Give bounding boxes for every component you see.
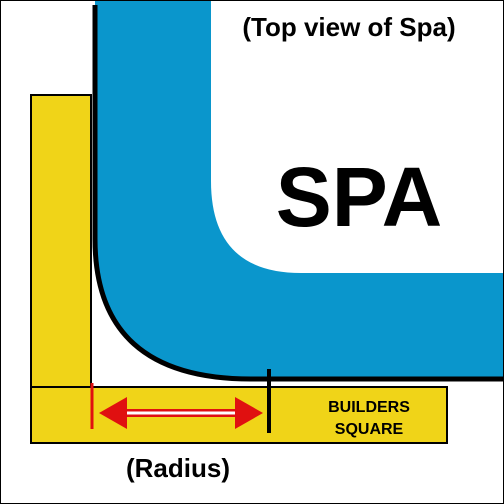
builders-square-label-line2: SQUARE [335, 421, 404, 438]
builders-square-label-line1: BUILDERS [328, 399, 410, 416]
radius-arrow [99, 397, 263, 429]
radius-label: (Radius) [126, 453, 230, 483]
spa-wall [95, 1, 503, 379]
diagram-title: (Top view of Spa) [242, 12, 455, 42]
spa-label: SPA [276, 150, 442, 244]
builders-square-vertical-arm [30, 94, 92, 444]
spa-outer-edge [92, 5, 503, 382]
builders-square-corner [32, 388, 90, 442]
